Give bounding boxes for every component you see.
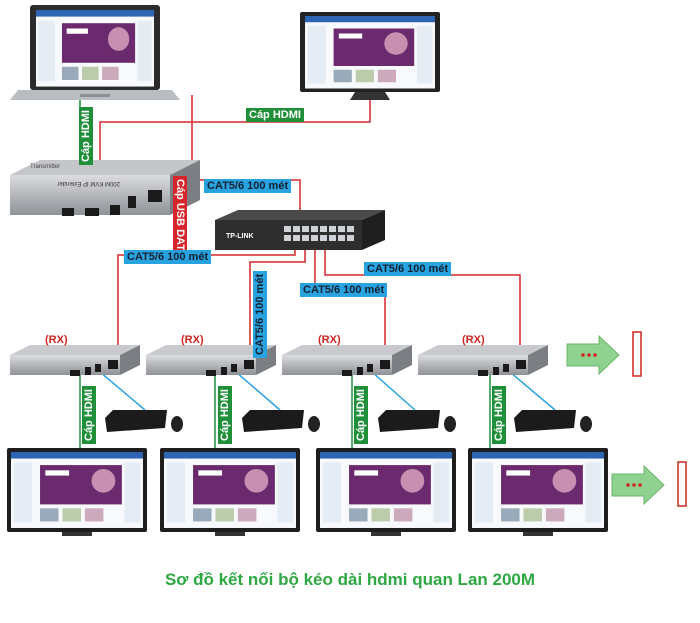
hdmi-label-monitor: Cáp HDMI xyxy=(246,108,304,122)
keyboard-4 xyxy=(514,410,592,432)
laptop xyxy=(10,5,180,100)
monitor-3 xyxy=(316,448,456,536)
keyboard-3 xyxy=(378,410,456,432)
monitor-1 xyxy=(7,448,147,536)
receiver-3 xyxy=(282,345,412,376)
switch-ports xyxy=(284,226,354,241)
receiver-1 xyxy=(10,345,140,376)
usb-cable-rx3 xyxy=(371,371,416,411)
top-monitor xyxy=(300,12,440,100)
transmitter-brand-text: Transmitter xyxy=(30,164,60,170)
monitor-2 xyxy=(160,448,300,536)
network-switch: TP-LINK xyxy=(215,210,385,250)
receivers xyxy=(10,345,548,376)
switch-brand-text: TP-LINK xyxy=(226,233,254,240)
keyboard-2 xyxy=(242,410,320,432)
monitor-4 xyxy=(468,448,608,536)
hdmi-label-rx4: Cáp HDMI xyxy=(492,386,506,444)
hdmi-label-rx1: Cáp HDMI xyxy=(82,386,96,444)
hdmi-label-laptop: Cáp HDMI xyxy=(79,107,93,165)
cat-label-rx2: CAT5/6 100 mét xyxy=(253,270,267,358)
transmitter: 200M KVM IP Extender Transmitter xyxy=(10,160,200,216)
arrow-rx-more xyxy=(566,331,642,377)
keyboards xyxy=(105,410,592,432)
continuation-arrows xyxy=(566,331,687,507)
rx-label-3: (RX) xyxy=(318,334,341,346)
rx-label-1: (RX) xyxy=(45,334,68,346)
rx-label-4: (RX) xyxy=(462,334,485,346)
usb-cable-rx1 xyxy=(99,371,146,411)
cat-cable-rx2 xyxy=(249,245,306,355)
receiver-2 xyxy=(146,345,276,376)
usb-cable-rx2 xyxy=(235,371,281,411)
cat-label-rx4: CAT5/6 100 mét xyxy=(364,262,452,276)
hdmi-label-rx3: Cáp HDMI xyxy=(354,386,368,444)
bottom-monitors xyxy=(7,448,608,536)
receiver-4 xyxy=(418,345,548,376)
cat-label-rx3: CAT5/6 100 mét xyxy=(300,283,388,297)
keyboard-1 xyxy=(105,410,183,432)
cables xyxy=(79,92,556,455)
transmitter-model-text: 200M KVM IP Extender xyxy=(57,180,120,186)
hdmi-label-rx2: Cáp HDMI xyxy=(218,386,232,444)
cat-label-rx1: CAT5/6 100 mét xyxy=(124,250,212,264)
usb-data-label: Cáp USB DATA xyxy=(173,176,187,262)
arrow-monitor-more xyxy=(611,461,687,507)
usb-cable-rx4 xyxy=(509,371,556,411)
diagram-caption: Sơ đồ kết nối bộ kéo dài hdmi quan Lan 2… xyxy=(164,570,536,589)
rx-label-2: (RX) xyxy=(181,334,204,346)
cat-label-tx: CAT5/6 100 mét xyxy=(204,179,292,193)
